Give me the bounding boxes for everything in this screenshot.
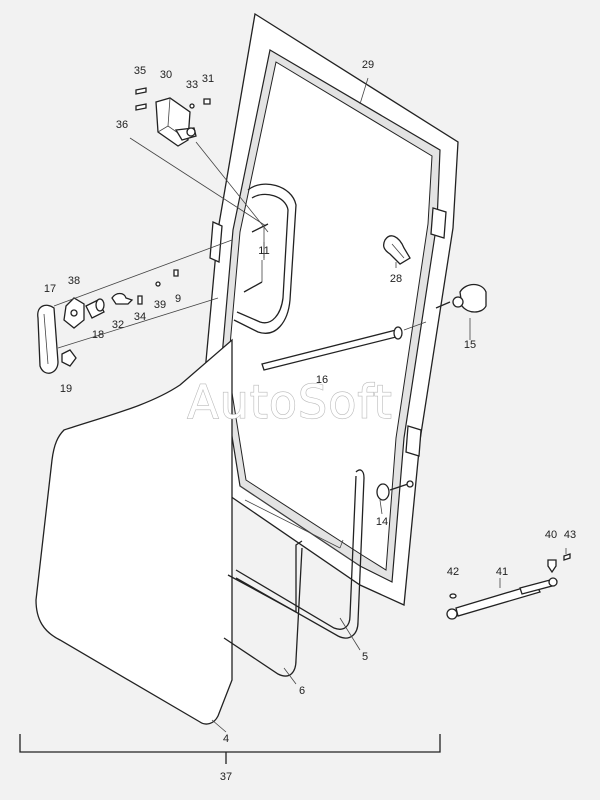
label-16: 16: [316, 374, 328, 386]
label-29: 29: [362, 59, 374, 71]
part-labels: 29 35 30 33 31 36 11 28 38 17 39 9 32 34…: [44, 59, 576, 783]
label-43: 43: [564, 529, 576, 541]
cap-19: [61, 349, 77, 367]
label-6: 6: [299, 685, 305, 697]
screw-35: [135, 87, 147, 111]
knob-15: [435, 283, 487, 313]
latch-30: [155, 97, 197, 147]
gas-strut-41: [446, 577, 558, 620]
screw-43: [563, 553, 571, 561]
label-18: 18: [92, 329, 104, 341]
washer-42: [449, 593, 457, 599]
label-41: 41: [496, 566, 508, 578]
label-33: 33: [186, 79, 198, 91]
label-34: 34: [134, 311, 146, 323]
stud-40: [547, 559, 557, 574]
label-40: 40: [545, 529, 557, 541]
label-32: 32: [112, 319, 124, 331]
label-37: 37: [220, 771, 232, 783]
bumper-14: [376, 480, 414, 501]
label-5: 5: [362, 651, 368, 663]
label-15: 15: [464, 339, 476, 351]
label-30: 30: [160, 69, 172, 81]
glass-panel: [35, 338, 361, 725]
door-frame: [204, 12, 459, 606]
label-28: 28: [390, 273, 402, 285]
label-42: 42: [447, 566, 459, 578]
clip-34: [137, 295, 143, 305]
label-4: 4: [223, 733, 229, 745]
label-19: 19: [60, 383, 72, 395]
washer-39: [155, 281, 161, 287]
label-11: 11: [258, 245, 269, 257]
watermark-text: AutoSoft: [187, 375, 393, 429]
label-17: 17: [44, 283, 56, 295]
label-35: 35: [134, 65, 146, 77]
pin-33: [189, 103, 195, 109]
label-31: 31: [202, 73, 214, 85]
handle-recess: [233, 183, 297, 334]
bracket-38: [63, 297, 85, 329]
label-38: 38: [68, 275, 80, 287]
assembly-bracket: [19, 734, 441, 764]
label-36: 36: [116, 119, 128, 131]
grip-28: [383, 235, 411, 265]
label-14: 14: [376, 516, 388, 528]
pin-9: [173, 269, 179, 277]
nut-31: [203, 98, 211, 105]
cylinder-18: [85, 298, 105, 319]
leader-lines: [211, 77, 567, 733]
label-39: 39: [154, 299, 166, 311]
label-9: 9: [175, 293, 181, 305]
rod-16: [261, 321, 427, 371]
cam-32: [111, 292, 134, 305]
handle-17: [37, 304, 59, 374]
